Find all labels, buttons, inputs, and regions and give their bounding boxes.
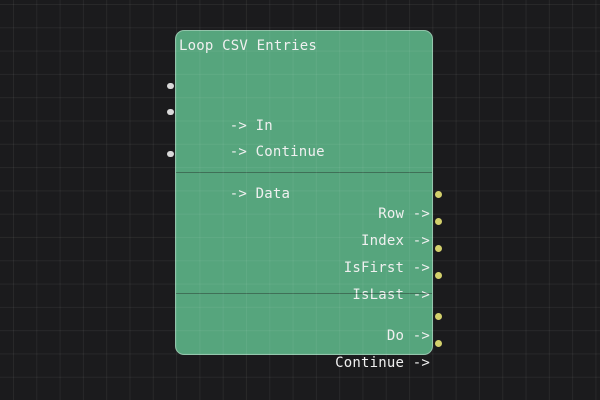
output-port-dot-index[interactable]: [435, 217, 442, 225]
input-port-row-in: -> In: [167, 76, 432, 134]
output-port-row-continue: Continue ->: [176, 333, 442, 371]
output-port-label-index: Index ->: [360, 233, 430, 249]
input-port-row-data: -> Data: [167, 144, 432, 202]
input-port-dot-continue[interactable]: [167, 108, 174, 116]
output-port-dot-row[interactable]: [435, 190, 442, 198]
input-port-row-continue: -> Continue: [167, 102, 432, 160]
output-port-row-isfirst: IsFirst ->: [176, 238, 442, 276]
output-port-row-islast: IsLast ->: [176, 265, 442, 303]
node-loop-csv-entries[interactable]: Loop CSV Entries -> In -> Continue -> Da…: [167, 30, 442, 371]
section-divider: [176, 172, 432, 173]
output-port-row-index: Index ->: [176, 211, 442, 249]
output-port-label-row: Row ->: [378, 206, 430, 222]
output-port-row-row: Row ->: [176, 184, 442, 222]
node-title: Loop CSV Entries: [179, 38, 318, 54]
input-port-label-in: -> In: [229, 118, 273, 134]
output-port-label-do: Do ->: [386, 328, 430, 344]
input-port-dot-in[interactable]: [167, 82, 174, 90]
output-port-dot-isfirst[interactable]: [435, 244, 442, 252]
input-port-label-continue: -> Continue: [229, 144, 325, 160]
section-divider: [176, 293, 432, 294]
output-port-row-do: Do ->: [176, 306, 442, 344]
output-port-dot-do[interactable]: [435, 312, 442, 320]
output-port-label-isfirst: IsFirst ->: [343, 260, 430, 276]
output-port-label-continue: Continue ->: [335, 355, 430, 371]
output-port-label-islast: IsLast ->: [352, 287, 430, 303]
input-port-dot-data[interactable]: [167, 150, 174, 158]
input-port-label-data: -> Data: [229, 186, 291, 202]
output-port-dot-continue[interactable]: [435, 339, 442, 347]
output-port-dot-islast[interactable]: [435, 271, 442, 279]
